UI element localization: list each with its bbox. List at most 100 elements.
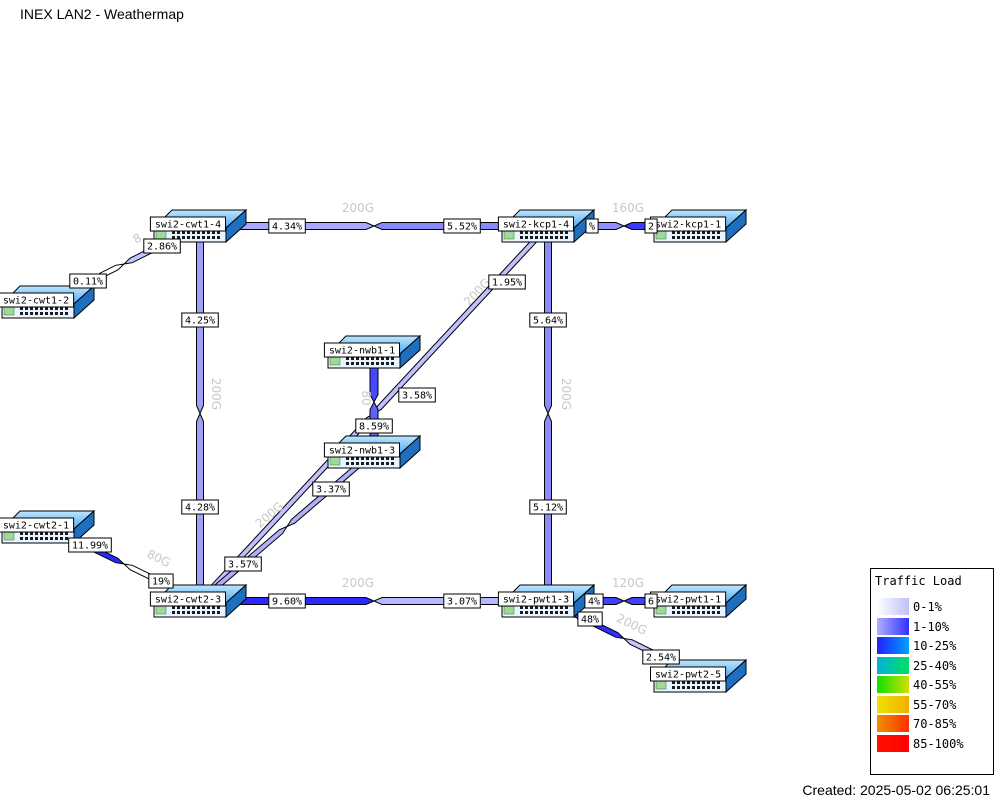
svg-text:19%: 19% (152, 577, 170, 588)
legend-swatch (877, 637, 909, 654)
link-bandwidth-6: 80 (359, 390, 373, 405)
svg-text:2.54%: 2.54% (646, 653, 676, 664)
legend-swatch (877, 715, 909, 732)
legend-item-7: 85-100% (877, 734, 989, 752)
switch-label: swi2-cwt2-1 (3, 521, 69, 532)
svg-text:4.34%: 4.34% (272, 222, 302, 233)
link-load-label-9-1[interactable]: 3.07% (443, 593, 481, 609)
svg-text:0.11%: 0.11% (73, 277, 103, 288)
link-load-label-2-0[interactable]: 2.86% (143, 238, 181, 254)
legend-title: Traffic Load (875, 574, 962, 588)
link-load-label-0-1[interactable]: 5.52% (443, 218, 481, 234)
link-bandwidth-3: 200G (209, 378, 223, 410)
legend-swatch (877, 734, 909, 752)
svg-text:5.52%: 5.52% (447, 222, 477, 233)
switch-node-swi2-pwt2-5[interactable]: swi2-pwt2-5 (650, 658, 748, 694)
svg-text:2: 2 (648, 222, 654, 233)
link-load-label-2-1[interactable]: 0.11% (69, 273, 107, 289)
switch-label: swi2-nwb1-1 (329, 346, 395, 357)
legend-label: 70-85% (913, 717, 957, 731)
svg-text:4.28%: 4.28% (185, 503, 215, 514)
switch-node-swi2-pwt1-3[interactable]: swi2-pwt1-3 (497, 583, 596, 619)
link-load-label-6-1[interactable]: 3.58% (398, 387, 436, 403)
svg-text:5.12%: 5.12% (533, 503, 563, 514)
svg-text:2.86%: 2.86% (147, 242, 177, 253)
link-load-label-4-1[interactable]: 3.37% (312, 481, 350, 497)
link-load-label-3-1[interactable]: 4.28% (181, 499, 219, 515)
link-load-label-0-0[interactable]: 4.34% (268, 218, 306, 234)
legend-item-2: 10-25% (877, 636, 989, 654)
switch-node-swi2-nwb1-3[interactable]: swi2-nwb1-3 (323, 434, 422, 470)
traffic-load-legend: Traffic Load 0-1% 1-10% 10-25% 25-40% 40-55%… (870, 568, 994, 775)
svg-text:3.07%: 3.07% (447, 597, 477, 608)
legend-item-5: 55-70% (877, 695, 989, 713)
created-timestamp: Created: 2025-05-02 06:25:01 (802, 782, 990, 798)
legend-label: 55-70% (913, 697, 957, 712)
svg-text:1.95%: 1.95% (492, 278, 522, 289)
link-load-label-8-1[interactable]: 19% (148, 573, 174, 589)
switch-node-swi2-cwt1-2[interactable]: swi2-cwt1-2 (0, 284, 96, 320)
svg-text:6: 6 (648, 597, 654, 608)
link-bandwidth-1: 160G (612, 201, 644, 215)
link-load-label-5-0[interactable]: 5.64% (529, 312, 567, 328)
svg-text:4.25%: 4.25% (185, 316, 215, 327)
legend-item-0: 0-1% (877, 597, 989, 615)
legend-item-1: 1-10% (877, 617, 989, 635)
legend-label: 25-40% (913, 658, 957, 673)
legend-item-4: 40-55% (877, 675, 989, 693)
link-load-label-9-0[interactable]: 9.60% (268, 593, 306, 609)
legend-swatch (877, 617, 909, 635)
link-load-label-10-1[interactable]: 6 (644, 593, 658, 609)
legend-swatch (877, 695, 909, 713)
switch-label: swi2-nwb1-3 (329, 446, 395, 457)
link-load-label-1-0[interactable]: % (585, 218, 599, 234)
link-bandwidth-9: 200G (342, 576, 374, 590)
svg-text:3.57%: 3.57% (228, 560, 258, 571)
switch-label: swi2-kcp1-4 (503, 220, 569, 231)
link-load-label-7-0[interactable]: 3.57% (224, 556, 262, 572)
link-labels-layer: 200G 4.34% 5.52% 160G% 2 82.86% 0.11% 200G 4.25%… (68, 201, 680, 665)
switch-label: swi2-cwt1-4 (155, 220, 221, 231)
link-arrow-4-out[interactable] (372, 223, 551, 415)
legend-label: 10-25% (913, 639, 957, 653)
switch-node-swi2-kcp1-4[interactable]: swi2-kcp1-4 (497, 208, 596, 244)
link-load-label-4-0[interactable]: 1.95% (488, 274, 526, 290)
svg-text:3.37%: 3.37% (316, 485, 346, 496)
link-bandwidth-2: 8 (131, 230, 144, 246)
legend-swatch (877, 656, 909, 674)
svg-text:%: % (589, 222, 595, 233)
link-bandwidth-10: 120G (612, 576, 644, 590)
switch-node-swi2-nwb1-1[interactable]: swi2-nwb1-1 (323, 334, 422, 370)
map-title: INEX LAN2 - Weathermap (20, 6, 184, 22)
link-load-label-11-0[interactable]: 48% (577, 611, 603, 627)
svg-text:5.64%: 5.64% (533, 316, 563, 327)
svg-text:11.99%: 11.99% (72, 541, 108, 552)
legend-item-3: 25-40% (877, 656, 989, 674)
switch-node-swi2-cwt1-4[interactable]: swi2-cwt1-4 (149, 208, 248, 244)
svg-text:48%: 48% (581, 615, 599, 626)
link-load-label-10-0[interactable]: 4% (584, 593, 604, 609)
legend-swatch (877, 598, 909, 615)
svg-text:9.60%: 9.60% (272, 597, 302, 608)
link-load-label-6-0[interactable]: 8.59% (355, 418, 393, 434)
svg-text:8.59%: 8.59% (359, 422, 389, 433)
link-load-label-11-1[interactable]: 2.54% (642, 649, 680, 665)
legend-swatch (877, 676, 909, 693)
link-bandwidth-5: 200G (559, 378, 573, 410)
switch-node-swi2-cwt2-3[interactable]: swi2-cwt2-3 (149, 583, 248, 619)
legend-label: 40-55% (913, 678, 957, 692)
legend-item-6: 70-85% (877, 714, 989, 732)
link-bandwidth-0: 200G (342, 201, 374, 215)
nodes-layer: swi2-cwt1-4 swi2-kcp1-4 swi2-kcp1-1 swi2-cw… (0, 208, 748, 694)
link-load-label-3-0[interactable]: 4.25% (181, 312, 219, 328)
switch-label: swi2-cwt2-3 (155, 595, 221, 606)
switch-node-swi2-pwt1-1[interactable]: swi2-pwt1-1 (650, 583, 748, 619)
switch-label: swi2-pwt2-5 (655, 670, 721, 681)
switch-label: swi2-pwt1-3 (503, 595, 569, 606)
link-load-label-1-1[interactable]: 2 (644, 218, 658, 234)
link-load-label-5-1[interactable]: 5.12% (529, 499, 567, 515)
link-load-label-8-0[interactable]: 11.99% (68, 537, 112, 553)
switch-node-swi2-kcp1-1[interactable]: swi2-kcp1-1 (650, 208, 748, 244)
legend-label: 85-100% (913, 736, 964, 751)
